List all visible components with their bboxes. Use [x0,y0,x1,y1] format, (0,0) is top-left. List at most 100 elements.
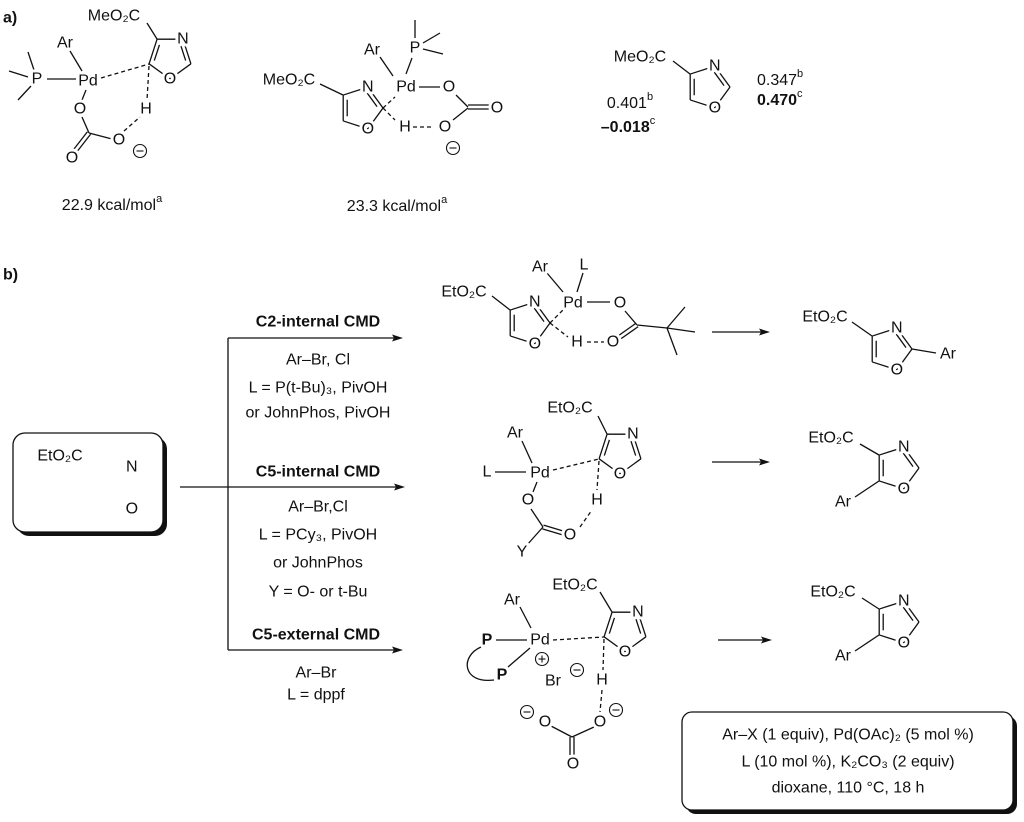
oxygen-label: O [439,119,451,136]
charge-value: –0.018c [601,115,656,136]
bond [597,415,608,435]
labels-layer: a) MeO₂C Ar Pd P H O O O 22.9 kcal/mola … [3,5,974,797]
ester-label: MeO₂C [614,49,666,66]
ring-bond [148,39,158,64]
oxygen-label: O [113,132,125,149]
aryl-label: Ar [507,425,524,442]
partial-bond [599,689,603,713]
oxygen-label: O [567,756,579,773]
ring-bond [534,301,551,324]
bond [27,51,35,71]
bond [854,634,880,652]
nitrogen-label: N [126,459,138,476]
bond [422,32,441,44]
charge-value: 0.401b [607,91,653,112]
energy-label: 23.3 kcal/mola [347,194,448,215]
product-c5-arylated: EtO₂C Ar [805,427,856,514]
bond [532,481,538,493]
ester-label: EtO₂C [808,430,853,447]
ester-label: EtO₂C [802,309,847,326]
ring-bond [343,86,368,96]
ring-bond [148,63,171,80]
palladium-label: Pd [396,79,416,96]
aryl-label: Ar [940,346,957,363]
oxygen-label: O [619,644,631,661]
double-bond [543,524,564,532]
panel-a-label: a) [3,10,17,27]
nitrogen-label: N [529,294,541,311]
oxygen-label: O [614,295,626,312]
ring-bond [169,63,192,80]
aryl-label: Ar [504,592,521,609]
ring-bond [624,636,647,653]
ring-bond [872,327,897,337]
bonds-layer [8,20,937,755]
ring-bond [690,99,715,109]
partial-bond [100,63,150,79]
bromide-label: Br [545,673,562,690]
energy-label: 22.9 kcal/mola [62,193,163,214]
transition-state-1: MeO₂C Ar Pd P H O O O 22.9 kcal/mola [29,5,163,214]
hydrogen-label: H [591,492,603,509]
intermediate-c5-external: EtO₂C Ar P P Pd Br H O O O [479,574,624,776]
nitrogen-label: N [177,31,189,48]
bond [546,272,564,293]
ring-double-bond [533,307,545,322]
bond [666,306,686,329]
ester-label: MeO₂C [263,72,315,89]
bond [550,725,573,738]
palladium-label: Pd [78,73,98,90]
nitrogen-label: N [891,320,903,337]
route-condition: L = dppf [287,687,345,704]
bond [452,107,469,121]
intermediate-c2-internal: EtO₂C Ar L Pd O O H [438,254,629,354]
route-condition: Y = O- or t-Bu [269,584,368,601]
ring-bond [637,612,647,637]
hydrogen-label: H [596,672,608,689]
ring-bond [343,120,368,130]
ring-double-bond [634,617,642,634]
bond [861,597,880,610]
condition-line: L (10 mol %), K₂CO₃ (2 equiv) [741,754,954,771]
partial-bond [382,107,396,121]
ring-double-bond [366,92,378,107]
charge-value: 0.347b [757,68,803,89]
ring-bond [879,600,904,610]
oxygen-label: O [74,101,86,118]
phosphorus-label: P [497,667,508,684]
condition-line: Ar–X (1 equiv), Pd(OAc)₂ (5 mol %) [722,727,974,744]
partial-bond [596,460,600,491]
ring-bond [598,434,608,459]
double-bond [72,131,88,151]
oxygen-label: O [709,99,721,116]
route-c5-internal: C5-internal CMD Ar–Br,Cl L = PCy₃, PivOH… [256,464,380,601]
bond [636,324,668,329]
negative-charge-icon [445,140,461,156]
partial-bond [579,509,593,528]
ester-label: MeO₂C [88,8,140,25]
bond [911,348,937,354]
ring-bond [367,86,384,109]
nitrogen-label: N [898,439,910,456]
oxazole-charges: MeO₂C 0.401b –0.018c 0.347b 0.470c [601,46,803,136]
ring-bond [903,446,920,469]
ring-bond [879,480,904,490]
arrowhead-icon [761,636,772,644]
bond [88,132,113,140]
ring-bond [896,327,913,350]
arrowhead-icon [392,334,403,342]
bond [571,726,595,738]
ring-bond [598,458,621,475]
route-condition: or JohnPhos [273,555,363,572]
ring-bond [510,335,535,345]
negative-charge-icon [132,143,148,159]
bond [379,56,394,77]
ring-double-bond [603,439,611,456]
ring-bond [510,301,535,311]
ring-double-bond [153,44,161,61]
partial-bond [552,458,600,471]
double-bond [542,528,563,536]
ring-bond [603,636,626,653]
ring-double-bond [629,439,637,456]
double-bond [76,133,92,153]
